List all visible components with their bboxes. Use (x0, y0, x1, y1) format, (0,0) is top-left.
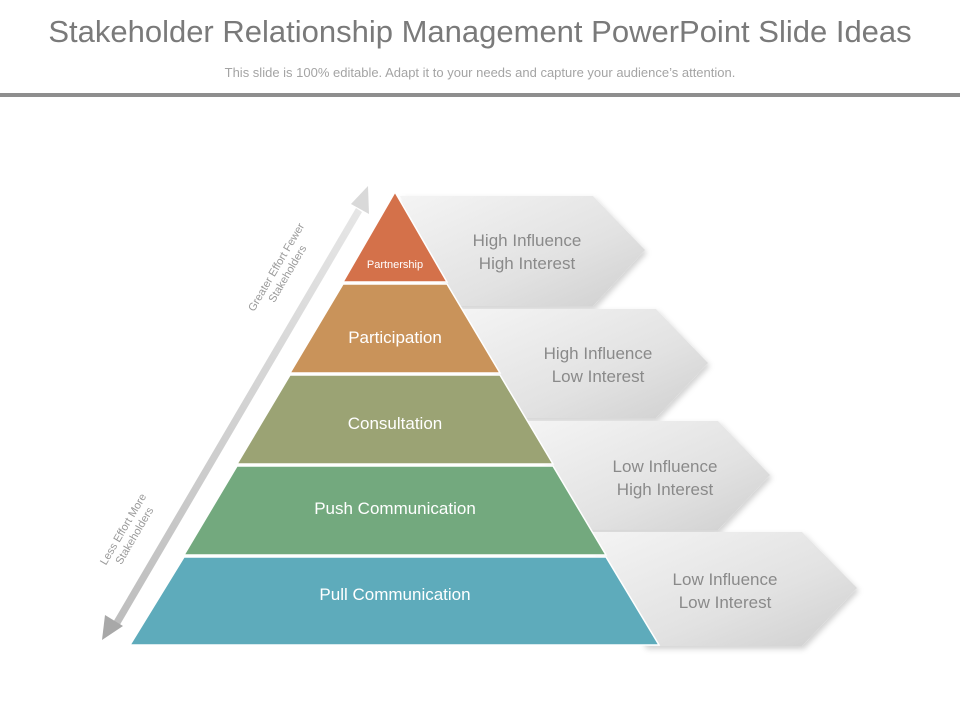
arrow-label-line1: High Influence (473, 231, 582, 250)
pyramid-tier-push-communication: Push Communication (182, 465, 608, 556)
tier-label: Push Communication (314, 499, 476, 518)
axis-label-top: Greater Effort Fewer Stakeholders (246, 221, 309, 314)
tier-label: Consultation (348, 414, 443, 433)
arrow-label-line1: High Influence (544, 344, 653, 363)
tier-label: Participation (348, 328, 442, 347)
pyramid-tier-participation: Participation (288, 283, 502, 374)
arrow-label-line2: High Interest (617, 480, 714, 499)
tier-label: Pull Communication (319, 585, 470, 604)
tier-shape (235, 374, 555, 465)
effort-axis-arrow (102, 186, 369, 640)
arrow-row-3: Low Influence High Interest (525, 421, 770, 530)
tier-label: Partnership (367, 259, 423, 271)
title-divider (0, 93, 960, 97)
chevron-arrow-shape (525, 421, 770, 530)
pyramid-tier-pull-communication: Pull Communication (128, 556, 661, 646)
tier-shape (341, 190, 449, 283)
arrow-label-line2: High Interest (479, 254, 576, 273)
arrow-up-icon (351, 186, 369, 214)
arrow-row-4: Low Influence Low Interest (585, 532, 857, 646)
arrow-label-line1: Low Influence (613, 457, 718, 476)
chevron-arrow-shape (585, 532, 857, 646)
slide-subtitle: This slide is 100% editable. Adapt it to… (224, 65, 736, 80)
arrow-down-icon (102, 615, 123, 640)
tier-shape (288, 283, 502, 374)
pyramid-tier-consultation: Consultation (235, 374, 555, 465)
arrow-row-2: High Influence Low Interest (460, 309, 708, 418)
arrow-label-line2: Low Interest (552, 367, 645, 386)
arrow-label-line2: Low Interest (679, 593, 772, 612)
chevron-arrow-shape (460, 309, 708, 418)
arrow-row-1: High Influence High Interest (400, 196, 645, 306)
tier-shape (182, 465, 608, 556)
arrow-label-line1: Low Influence (673, 570, 778, 589)
axis-shaft (112, 208, 362, 628)
chevron-arrow-shape (400, 196, 645, 306)
pyramid-tier-partnership: Partnership (341, 190, 449, 283)
slide-title: Stakeholder Relationship Management Powe… (48, 14, 912, 49)
tier-shape (128, 556, 661, 646)
